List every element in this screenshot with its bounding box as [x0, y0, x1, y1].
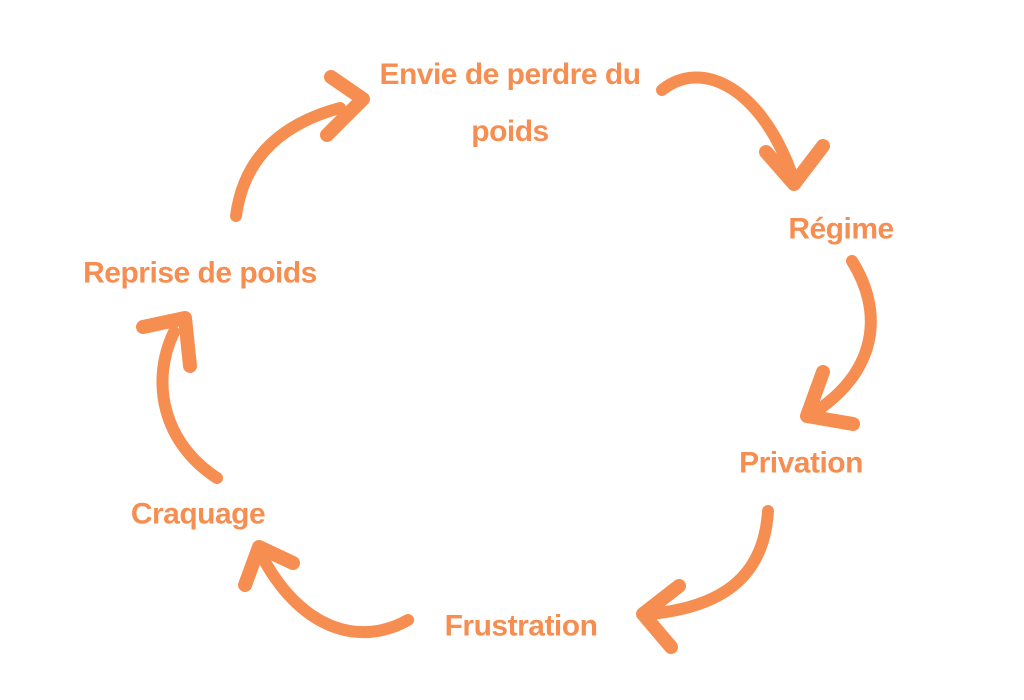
- arrow-envie-to-regime-icon: [656, 71, 830, 191]
- arrow-privation-to-frustration-icon: [636, 505, 774, 654]
- node-envie-de-perdre-du-poids: Envie de perdre du poids: [379, 58, 641, 148]
- node-privation: Privation: [739, 446, 863, 480]
- node-craquage: Craquage: [130, 497, 266, 531]
- arrow-regime-to-privation-icon: [800, 255, 877, 431]
- node-regime: Régime: [788, 212, 894, 246]
- node-frustration: Frustration: [444, 609, 598, 643]
- arrow-reprise-to-envie-icon: [230, 70, 370, 222]
- node-reprise-de-poids: Reprise de poids: [83, 256, 317, 290]
- arrow-craquage-to-reprise-icon: [136, 311, 223, 484]
- arrow-frustration-to-craquage-icon: [238, 540, 414, 639]
